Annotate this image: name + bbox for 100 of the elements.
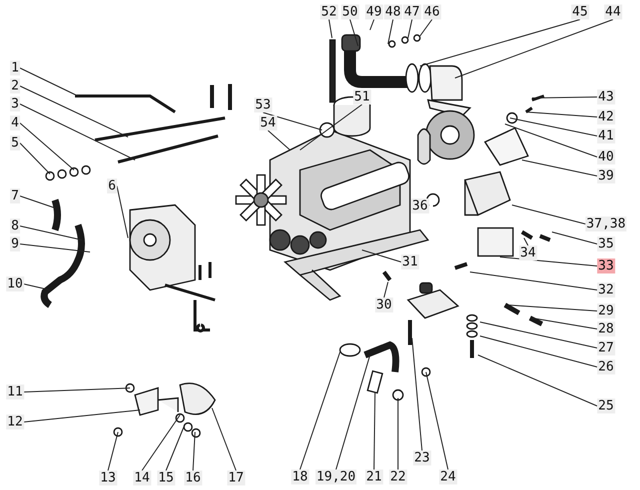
callout-number: 43 xyxy=(597,90,615,104)
callout-number: 32 xyxy=(597,282,615,298)
callout-number: 24 xyxy=(439,470,457,484)
callout-number: 8 xyxy=(10,218,20,234)
callout-number: 52 xyxy=(320,4,338,20)
callout-number: 21 xyxy=(365,470,383,484)
leader-line xyxy=(262,112,322,130)
leader-line xyxy=(19,68,80,98)
leader-line xyxy=(420,19,432,36)
callout-number: 48 xyxy=(384,4,402,20)
leader-line xyxy=(408,19,412,38)
leader-line xyxy=(23,410,140,422)
leader-line xyxy=(508,304,598,312)
leader-line xyxy=(212,408,236,471)
leader-line xyxy=(504,124,598,158)
leader-line xyxy=(23,388,130,392)
callout-number: 41 xyxy=(597,128,615,144)
callout-number: 17 xyxy=(227,470,245,486)
leader-line xyxy=(526,112,598,118)
callout-number: 23 xyxy=(413,450,431,466)
callout-number: 12 xyxy=(6,414,24,430)
leader-line xyxy=(336,354,370,470)
leader-line xyxy=(412,338,422,451)
callout-number: 28 xyxy=(597,322,615,336)
leader-line xyxy=(480,322,598,348)
callout-number: 33 xyxy=(597,258,615,274)
callout-number: 25 xyxy=(597,398,615,414)
callout-number: 2 xyxy=(10,78,20,94)
callout-number: 1 xyxy=(10,60,20,76)
callout-number: 31 xyxy=(401,254,419,270)
callout-number: 10 xyxy=(6,276,24,292)
callout-number: 44 xyxy=(604,4,622,20)
leader-line xyxy=(522,160,598,176)
leader-line xyxy=(19,226,82,240)
callout-number: 7 xyxy=(10,188,20,204)
leader-line xyxy=(532,96,598,98)
leader-line xyxy=(454,19,614,78)
callout-number: 50 xyxy=(341,4,359,20)
leader-line xyxy=(480,336,598,368)
callout-number: 18 xyxy=(291,470,309,484)
callout-number: 19,20 xyxy=(315,470,357,484)
callout-number: 40 xyxy=(597,150,615,164)
callout-number: 51 xyxy=(353,90,371,104)
leader-line xyxy=(370,19,374,30)
leader-line xyxy=(19,86,128,138)
leader-line xyxy=(478,354,598,406)
callout-number: 4 xyxy=(10,116,20,130)
callout-number: 27 xyxy=(597,340,615,356)
callout-number: 37,38 xyxy=(585,216,627,232)
leader-line xyxy=(350,19,358,46)
leader-line xyxy=(388,19,394,44)
leader-line xyxy=(328,19,332,38)
callout-number: 9 xyxy=(10,236,20,252)
callout-number: 5 xyxy=(10,136,20,150)
callout-number: 35 xyxy=(597,236,615,252)
leader-line xyxy=(374,392,376,470)
leader-line xyxy=(142,414,180,471)
callout-number: 22 xyxy=(389,470,407,484)
leader-line xyxy=(384,282,388,298)
callout-number: 3 xyxy=(10,96,20,112)
callout-number: 46 xyxy=(423,4,441,20)
leader-line xyxy=(19,196,56,208)
callout-number: 36 xyxy=(411,198,429,214)
callout-number: 47 xyxy=(403,4,421,20)
callout-number: 54 xyxy=(259,116,277,130)
leader-line xyxy=(524,238,528,246)
leader-line xyxy=(426,372,448,470)
callout-number: 15 xyxy=(157,470,175,486)
leader-line xyxy=(510,118,598,136)
leader-line xyxy=(19,142,50,174)
callout-number: 53 xyxy=(254,98,272,112)
leader-line xyxy=(19,122,74,170)
leader-line xyxy=(500,256,598,266)
leader-line xyxy=(19,244,90,252)
callout-number: 49 xyxy=(365,4,383,20)
callout-number: 42 xyxy=(597,110,615,124)
callout-number: 45 xyxy=(571,4,589,20)
callout-number: 34 xyxy=(519,246,537,260)
callout-number: 30 xyxy=(375,298,393,312)
leader-line xyxy=(300,352,340,470)
leader-line xyxy=(512,204,586,224)
leader-line xyxy=(116,186,128,238)
callout-number: 13 xyxy=(99,470,117,486)
callout-number: 26 xyxy=(597,360,615,374)
leader-line xyxy=(470,272,598,290)
leader-line xyxy=(268,130,290,150)
leader-line xyxy=(108,432,118,471)
callout-number: 14 xyxy=(133,470,151,486)
leader-line xyxy=(23,284,50,290)
leader-line xyxy=(192,432,196,471)
callout-number: 11 xyxy=(6,384,24,400)
leader-line xyxy=(552,232,598,244)
leader-line xyxy=(362,250,402,262)
callout-number: 29 xyxy=(597,304,615,318)
leader-line xyxy=(532,318,598,330)
callout-number: 6 xyxy=(107,178,117,194)
callout-number: 39 xyxy=(597,168,615,184)
leader-line xyxy=(19,104,136,160)
leader-line xyxy=(420,19,580,66)
callout-number: 16 xyxy=(184,470,202,486)
